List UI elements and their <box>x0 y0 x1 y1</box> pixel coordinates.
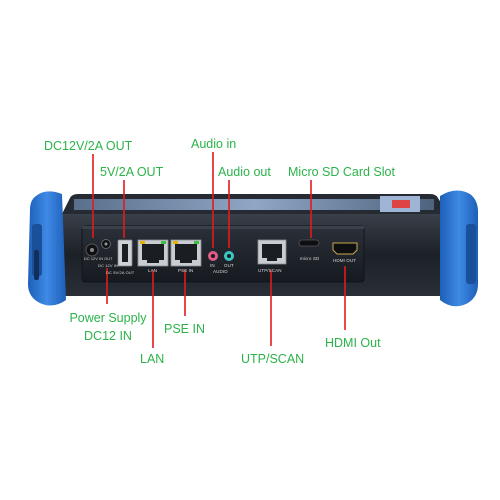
panel-text-audio-in: IN <box>210 263 215 268</box>
panel-text-dc-out: DC 5V/2A OUT <box>106 270 135 275</box>
label-5v-out: 5V/2A OUT <box>100 165 164 179</box>
panel-text-dc12-in: DC 12V IN <box>98 263 119 268</box>
screen-strip <box>62 194 448 214</box>
dc12-in-port <box>85 243 99 257</box>
panel-text-hdmi-out: HDMI OUT <box>333 258 357 263</box>
label-hdmi-out: HDMI Out <box>325 336 381 350</box>
utp-scan-port <box>257 239 287 265</box>
usb-port <box>117 239 133 267</box>
micro-sd-slot <box>298 239 320 247</box>
hdmi-port <box>332 242 358 255</box>
label-audio-in: Audio in <box>191 137 237 151</box>
label-lan: LAN <box>140 352 165 366</box>
panel-text-micro-sd: micro SD <box>300 256 320 261</box>
right-bumper <box>440 190 478 307</box>
label-power-supply-line2: DC12 IN <box>84 328 132 343</box>
audio-in-jack <box>208 251 218 261</box>
device-body <box>54 214 452 296</box>
panel-text-dc12-in-port: DC 12V IN OUT <box>84 257 113 261</box>
label-pse-in: PSE IN <box>164 322 205 336</box>
label-power-supply-line1: Power Supply <box>69 311 147 325</box>
audio-out-jack <box>224 251 234 261</box>
left-bumper <box>28 191 66 306</box>
panel-text-utp-scan: UTP/SCAN <box>258 268 282 273</box>
panel-text-pse-in: PSE IN <box>178 268 194 273</box>
panel-text-audio: AUDIO <box>213 269 228 274</box>
panel-text-audio-out: OUT <box>224 263 234 268</box>
label-dc12v-out: DC12V/2A OUT <box>44 139 133 153</box>
lan-port <box>137 239 169 267</box>
dc-out-port <box>101 239 111 249</box>
label-micro-sd: Micro SD Card Slot <box>288 165 395 179</box>
pointer-lines <box>92 152 346 348</box>
label-audio-out: Audio out <box>218 165 271 179</box>
label-utp-scan: UTP/SCAN <box>241 352 305 366</box>
label-power-supply: Power Supply DC12 IN <box>62 312 154 342</box>
pse-in-port <box>170 239 202 267</box>
panel-text-lan: LAN <box>148 268 158 273</box>
